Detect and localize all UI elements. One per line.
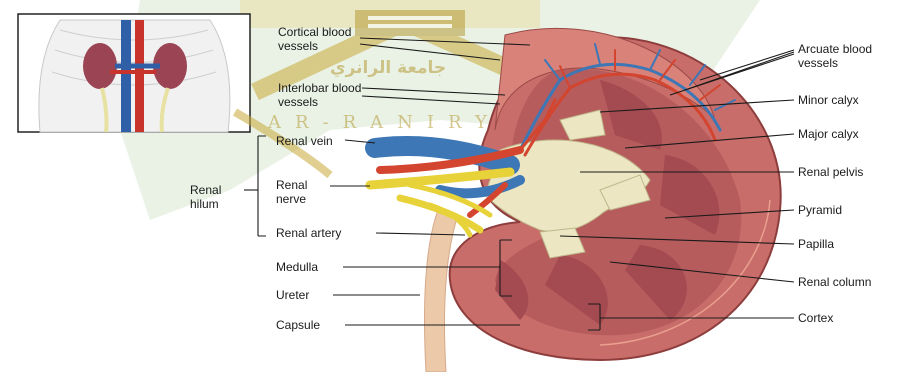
label-ureter: Ureter [276,288,309,302]
label-arcuate-blood-vessels: Arcuate blood vessels [798,42,898,70]
label-minor-calyx: Minor calyx [798,93,859,107]
label-renal-vein: Renal vein [276,134,333,148]
label-cortex: Cortex [798,311,833,325]
label-cortical-blood-vessels: Cortical blood vessels [278,25,388,53]
label-major-calyx: Major calyx [798,127,859,141]
label-renal-hilum: Renal hilum [190,183,245,211]
label-medulla: Medulla [276,260,318,274]
label-renal-nerve: Renal nerve [276,178,336,206]
watermark-latin: AR-RANIRY [268,112,501,133]
watermark-arabic: جامعة الرانري [330,58,446,78]
label-pyramid: Pyramid [798,203,842,217]
label-interlobar-blood-vessels: Interlobar blood vessels [278,81,388,109]
label-renal-column: Renal column [798,275,871,289]
label-capsule: Capsule [276,318,320,332]
label-papilla: Papilla [798,237,834,251]
inset-body-figure [18,14,250,132]
label-renal-artery: Renal artery [276,226,341,240]
label-renal-pelvis: Renal pelvis [798,165,863,179]
